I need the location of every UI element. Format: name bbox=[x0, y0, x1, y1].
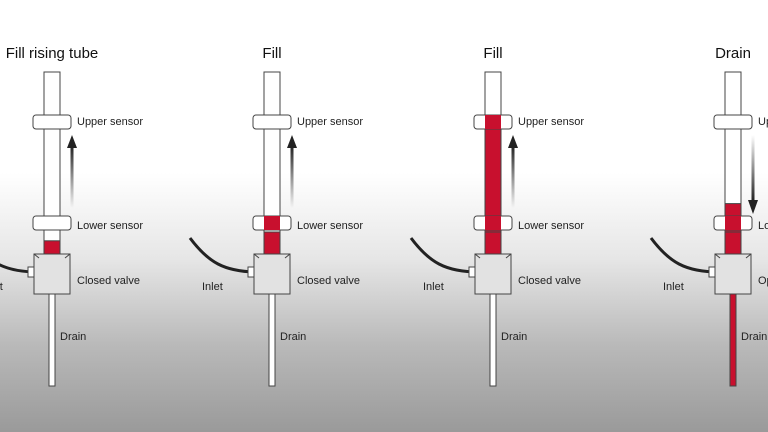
drain-pipe bbox=[489, 293, 497, 387]
valve-label: Closed valve bbox=[518, 275, 581, 287]
drain-label: Drain bbox=[741, 331, 767, 343]
valve-block bbox=[253, 253, 291, 295]
lower-sensor-label: Lower sensor bbox=[297, 220, 363, 232]
arrow-shaft bbox=[511, 146, 515, 208]
valve-label: Closed valve bbox=[297, 275, 360, 287]
valve-liquid bbox=[263, 231, 281, 255]
valve-edge bbox=[64, 253, 71, 259]
lower-sensor-liquid bbox=[725, 216, 741, 230]
upper-sensor-label: Upper sensor bbox=[297, 116, 363, 128]
panel-title: Drain bbox=[715, 45, 751, 62]
arrow-up-icon bbox=[67, 135, 77, 148]
upper-sensor-ring bbox=[713, 114, 753, 130]
inlet-label: Inlet bbox=[663, 281, 684, 293]
drain-pipe bbox=[48, 293, 56, 387]
drain-label: Drain bbox=[280, 331, 306, 343]
arrow-shaft bbox=[290, 146, 294, 208]
lower-sensor-label: Lower sensor bbox=[518, 220, 584, 232]
upper-sensor-label: Up bbox=[758, 116, 768, 128]
arrow-up-icon bbox=[287, 135, 297, 148]
arrow-down-icon bbox=[748, 200, 758, 214]
valve-liquid bbox=[724, 231, 742, 255]
inlet-label: Inlet bbox=[0, 281, 3, 293]
upper-sensor-ring bbox=[252, 114, 292, 130]
drain-label: Drain bbox=[501, 331, 527, 343]
valve-block bbox=[714, 253, 752, 295]
lower-sensor-label: Lo bbox=[758, 220, 768, 232]
valve-edge bbox=[505, 253, 512, 259]
valve-label: Closed valve bbox=[77, 275, 140, 287]
valve-liquid bbox=[484, 231, 502, 255]
inlet-label: Inlet bbox=[202, 281, 223, 293]
valve-edge bbox=[474, 253, 481, 259]
upper-sensor-label: Upper sensor bbox=[77, 116, 143, 128]
upper-sensor-label: Upper sensor bbox=[518, 116, 584, 128]
valve-edge bbox=[714, 253, 721, 259]
lower-sensor-label: Lower sensor bbox=[77, 220, 143, 232]
arrow-shaft bbox=[751, 135, 755, 201]
drain-label: Drain bbox=[60, 331, 86, 343]
lower-sensor-liquid bbox=[264, 216, 280, 230]
valve-label: Op bbox=[758, 275, 768, 287]
drain-pipe bbox=[268, 293, 276, 387]
upper-sensor-ring bbox=[32, 114, 72, 130]
inlet-label: Inlet bbox=[423, 281, 444, 293]
panel-title: Fill bbox=[262, 45, 281, 62]
valve-block bbox=[33, 253, 71, 295]
arrow-shaft bbox=[70, 146, 74, 208]
lower-sensor-ring bbox=[32, 215, 72, 231]
valve-block bbox=[474, 253, 512, 295]
drain-pipe bbox=[729, 293, 737, 387]
lower-sensor-liquid bbox=[485, 216, 501, 230]
valve-edge bbox=[33, 253, 40, 259]
panel-title: Fill rising tube bbox=[6, 45, 99, 62]
valve-edge bbox=[284, 253, 291, 259]
valve-edge bbox=[253, 253, 260, 259]
arrow-up-icon bbox=[508, 135, 518, 148]
upper-sensor-liquid bbox=[485, 115, 501, 129]
panel-title: Fill bbox=[483, 45, 502, 62]
valve-edge bbox=[745, 253, 752, 259]
panel-4: DrainUpLoOpInletDrain bbox=[649, 45, 768, 387]
valve-liquid bbox=[43, 240, 61, 255]
